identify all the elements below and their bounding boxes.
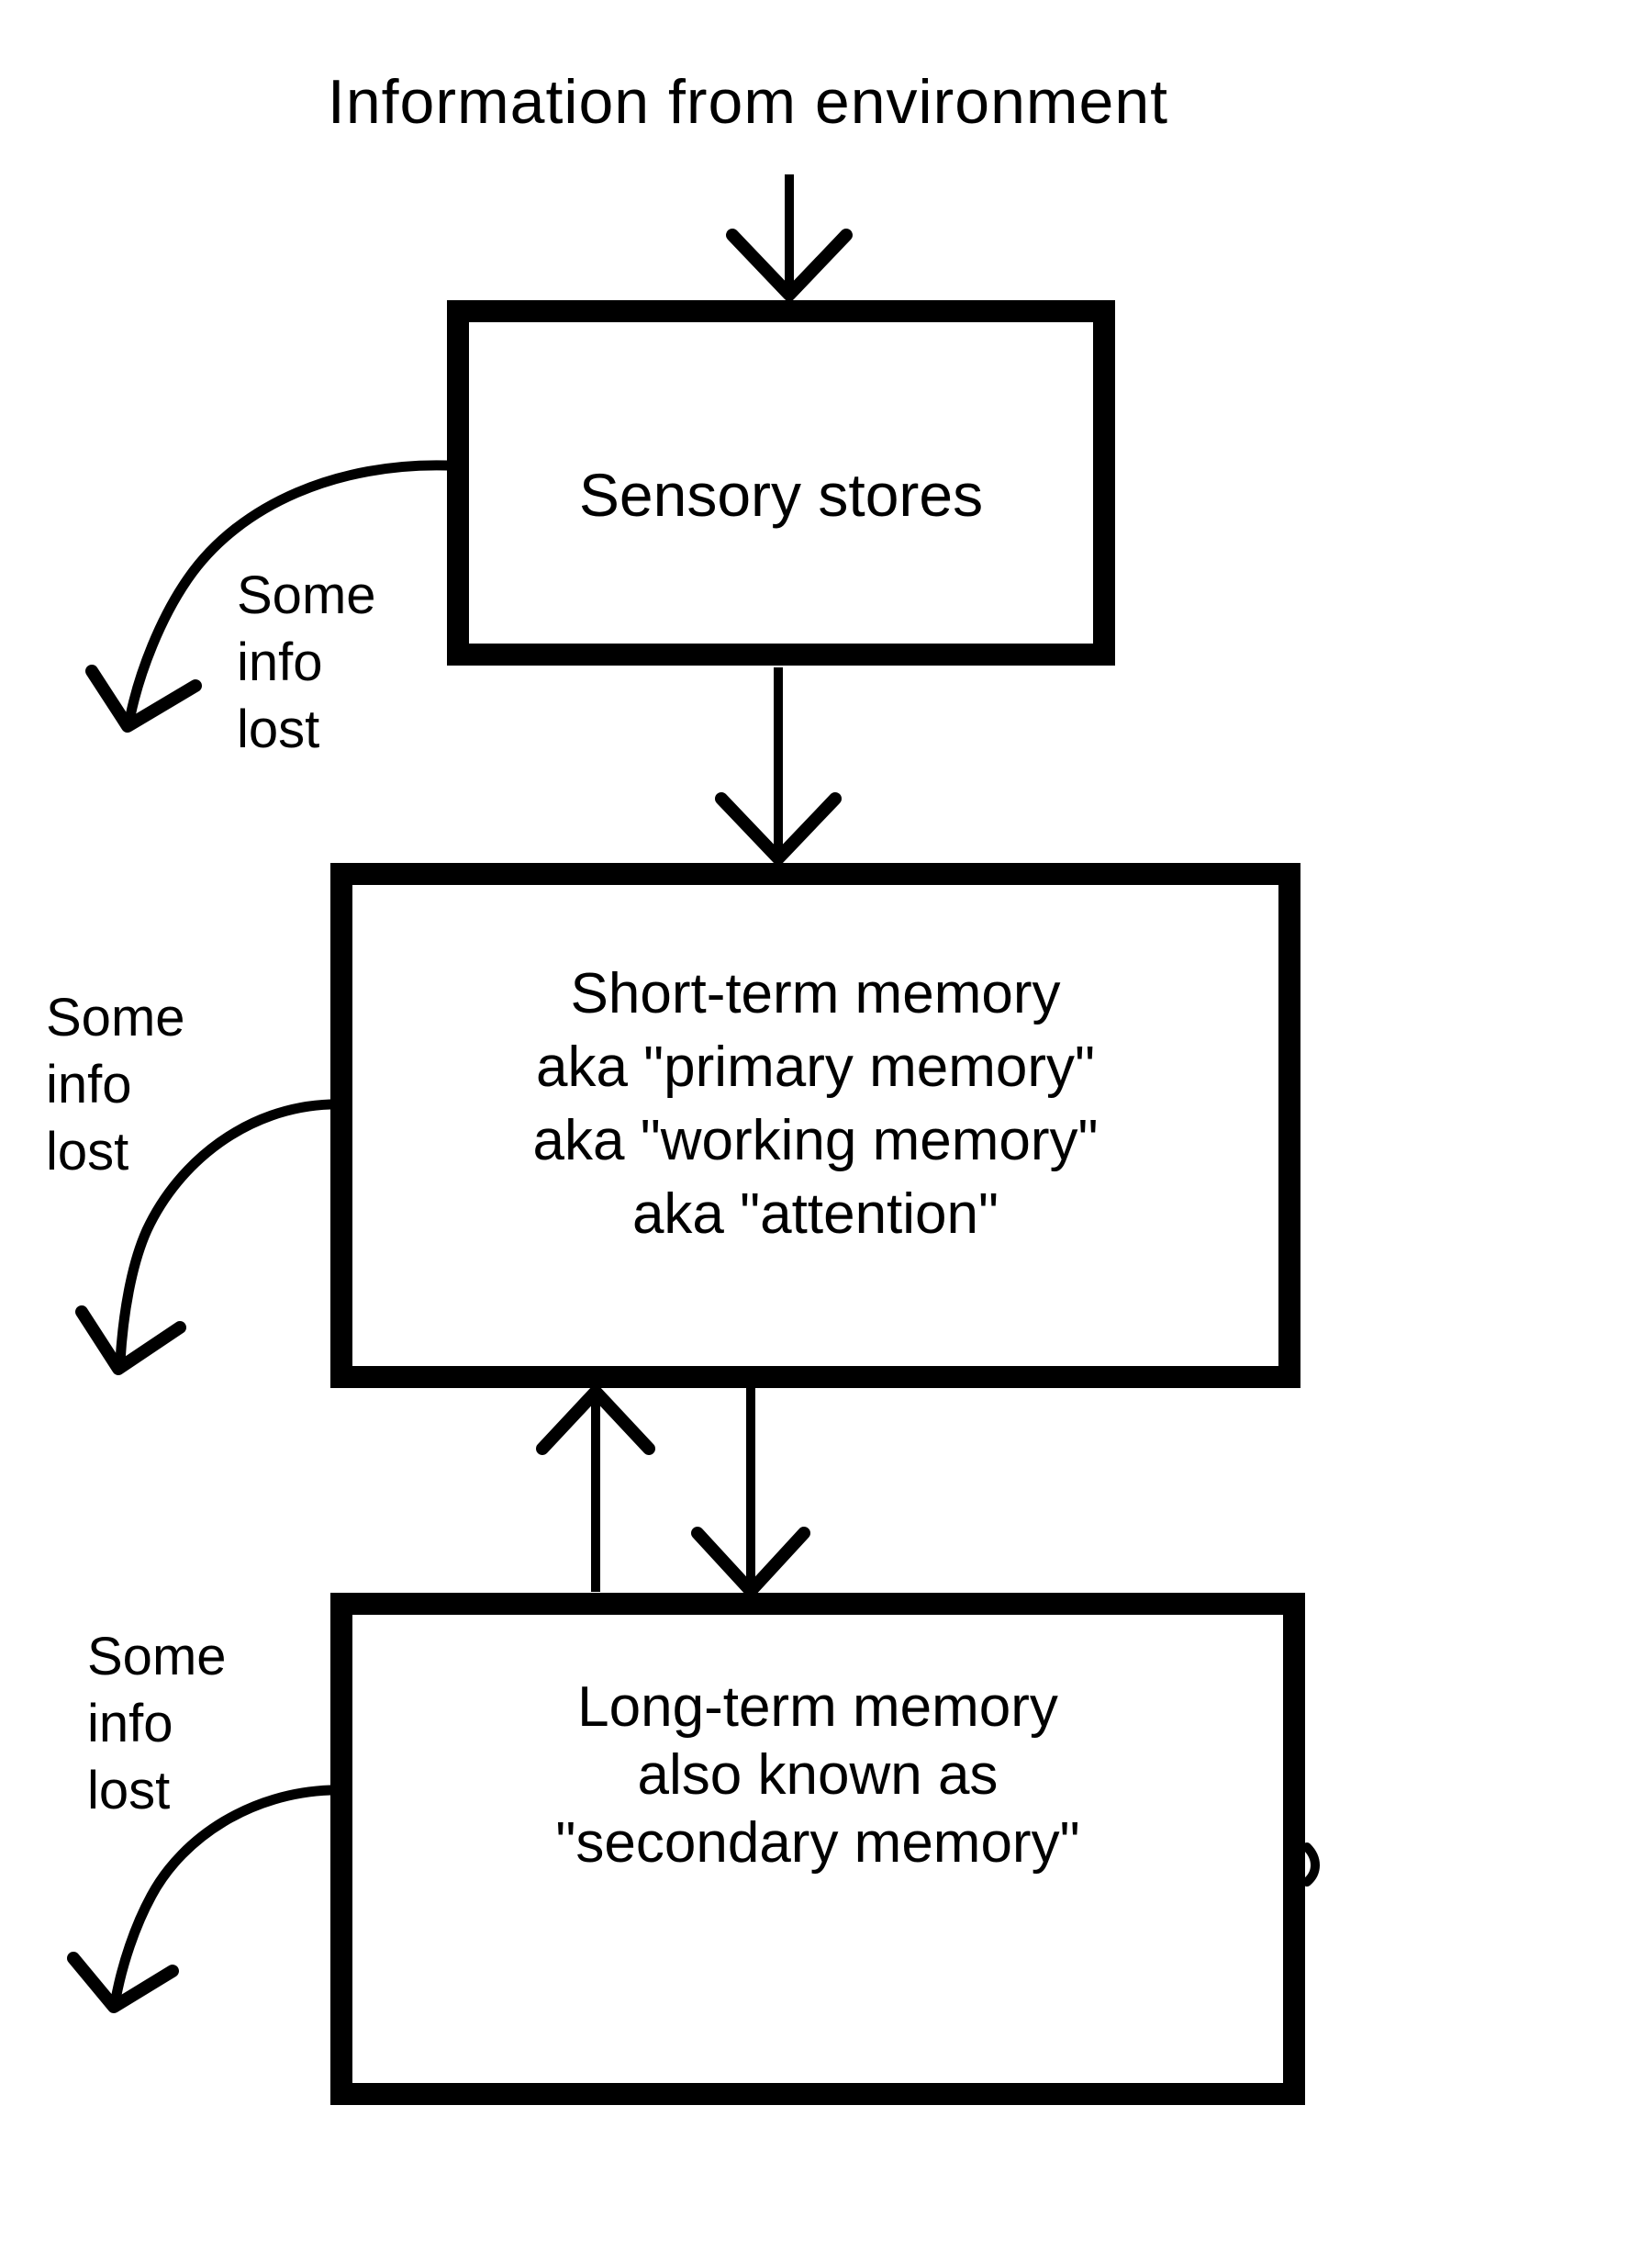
short-term-memory-label: Short-term memory aka "primary memory" a… — [533, 957, 1099, 1293]
sensory-to-stm-arrow — [715, 667, 842, 865]
loss-label-ltm: Some info lost — [87, 1623, 227, 1824]
ltm-line-2: also known as — [637, 1743, 999, 1807]
long-term-memory-label: Long-term memory also known as "secondar… — [555, 1674, 1079, 2024]
loss-label-stm: Some info lost — [46, 984, 185, 1185]
loss-sensory-line-1: Some — [237, 566, 376, 625]
loss-sensory-line-2: info — [237, 633, 323, 692]
loss-sensory-line-3: lost — [237, 700, 320, 759]
loss-stm-line-1: Some — [46, 988, 185, 1047]
loss-label-sensory: Some info lost — [237, 562, 376, 763]
ltm-line-3: "secondary memory" — [555, 1811, 1080, 1875]
sensory-stores-box: Sensory stores — [447, 300, 1115, 666]
loss-ltm-line-2: info — [87, 1694, 173, 1753]
long-term-memory-box: Long-term memory also known as "secondar… — [330, 1593, 1305, 2105]
sensory-stores-label-text: Sensory stores — [578, 461, 984, 529]
stm-line-2: aka "primary memory" — [535, 1036, 1095, 1099]
loss-ltm-line-3: lost — [87, 1761, 171, 1820]
loss-stm-line-3: lost — [46, 1122, 129, 1181]
sensory-stores-label: Sensory stores — [579, 436, 983, 530]
sensory-loss-arrow — [85, 460, 452, 733]
loss-ltm-line-1: Some — [87, 1627, 227, 1686]
short-term-memory-box: Short-term memory aka "primary memory" a… — [330, 863, 1300, 1388]
ltm-loss-arrow — [67, 1785, 336, 2013]
stm-line-1: Short-term memory — [570, 962, 1061, 1025]
stm-line-3: aka "working memory" — [532, 1109, 1099, 1172]
loss-stm-line-2: info — [46, 1055, 132, 1114]
ltm-to-stm-arrow — [536, 1385, 655, 1592]
stm-loss-arrow — [75, 1099, 336, 1375]
stray-mark — [1302, 1842, 1320, 1887]
ltm-line-1: Long-term memory — [577, 1675, 1058, 1739]
stm-line-4: aka "attention" — [631, 1182, 999, 1246]
env-to-sensory-arrow — [726, 174, 853, 301]
page-title: Information from environment — [327, 67, 1169, 137]
stm-to-ltm-arrow — [691, 1388, 810, 1597]
